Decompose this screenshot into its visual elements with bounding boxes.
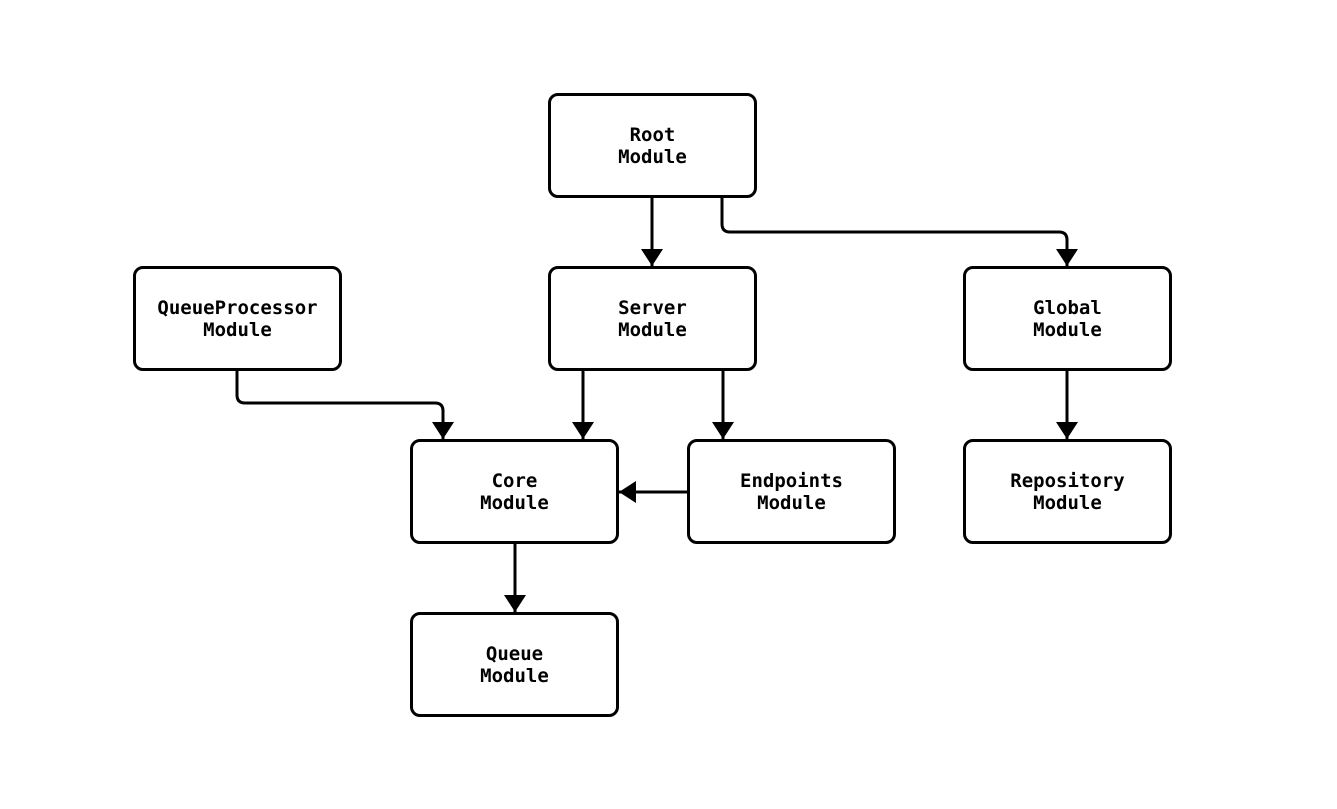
node-label-line: Module [618,318,687,341]
edge-queueprocessor-to-core [235,371,454,439]
node-label-line: Module [203,318,272,341]
node-label-line: Module [1033,318,1102,341]
node-label-line: Queue [485,642,544,665]
node-label-line: Module [757,491,826,514]
node-label-line: Root [629,123,676,146]
node-label-line: QueueProcessor [157,296,318,319]
node-label-line: Module [618,145,687,168]
node-label-line: Repository [1010,469,1125,492]
node-label-line: Module [480,664,549,687]
node-label-line: Server [618,296,687,319]
edge-root-to-global [720,198,1078,266]
node-label-line: Core [491,469,538,492]
node-label-line: Endpoints [740,469,843,492]
node-label-line: Module [480,491,549,514]
node-label-line: Module [1033,491,1102,514]
node-label-line: Global [1033,296,1102,319]
